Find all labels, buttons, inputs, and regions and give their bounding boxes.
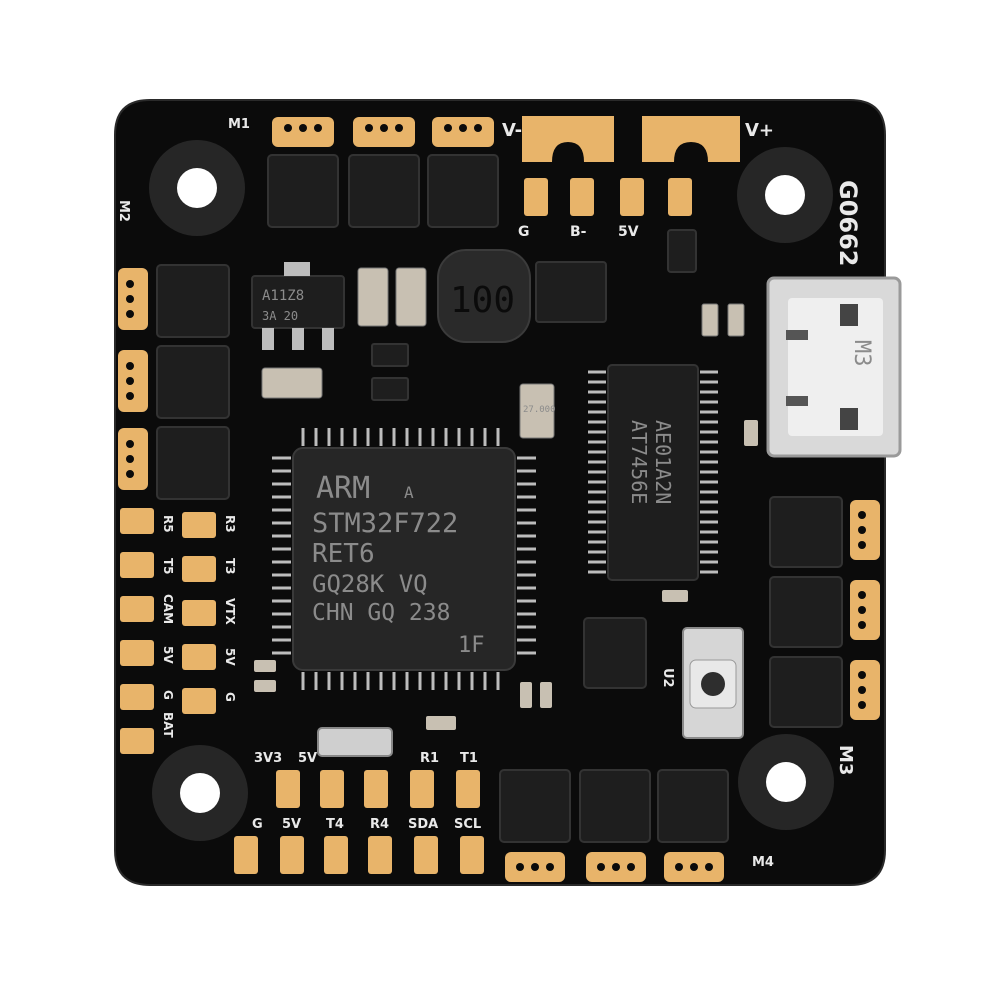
mounting-hole-top-left <box>149 140 245 236</box>
mounting-hole-bottom-left <box>152 745 248 841</box>
battery-pad-negative <box>522 116 614 162</box>
label-v-minus: V- <box>502 120 522 141</box>
pads-bottom <box>234 770 484 874</box>
reg-chip-line2: 3A 20 <box>262 309 298 323</box>
mounting-hole-top-right <box>737 147 833 243</box>
motor-pads-top <box>272 117 494 147</box>
label-5v-bottom-top: 5V <box>298 751 317 766</box>
battery-pad-positive <box>642 116 740 162</box>
mounting-hole-bottom-right <box>738 734 834 830</box>
label-g-right: G <box>223 692 237 702</box>
label-5v-bottom: 5V <box>282 817 301 832</box>
mcu-logo-suffix: A <box>404 483 414 502</box>
label-r4: R4 <box>370 817 389 832</box>
label-3v3: 3V3 <box>254 751 282 766</box>
label-t3: T3 <box>223 558 237 575</box>
bottom-labels: G 5V T4 R4 SDA SCL <box>252 817 481 832</box>
label-t1: T1 <box>460 751 478 766</box>
label-m4: M4 <box>752 855 774 870</box>
label-m1: M1 <box>228 117 250 132</box>
label-g-left: G <box>161 690 175 700</box>
label-t4: T4 <box>326 817 344 832</box>
gyro-chip <box>583 617 647 689</box>
bottom-top-labels: 3V3 5V R1 T1 <box>254 751 478 766</box>
label-g-bottom: G <box>252 817 263 832</box>
boot-button[interactable] <box>682 627 744 739</box>
mcu-logo: ARM <box>316 471 370 506</box>
inductor: 100 <box>437 249 531 343</box>
small-components <box>254 420 758 730</box>
label-5v-top: 5V <box>618 224 639 240</box>
label-vtx: VTX <box>223 598 237 625</box>
label-sda: SDA <box>408 817 438 832</box>
label-r3: R3 <box>223 515 237 533</box>
mosfets-left <box>156 264 230 500</box>
label-t5: T5 <box>161 558 175 575</box>
label-b: B- <box>570 224 587 240</box>
label-5v-right: 5V <box>223 648 237 666</box>
osd-chip-line2: AE01A2N <box>651 420 675 504</box>
crystal-label: 27.000 <box>523 405 556 415</box>
mosfets-right <box>769 496 843 728</box>
label-m2: M2 <box>116 200 131 222</box>
label-5v-left: 5V <box>161 646 175 664</box>
label-g: G <box>518 224 530 240</box>
osd-chip: AT7456E AE01A2N <box>588 364 718 581</box>
label-v-plus: V+ <box>745 120 774 141</box>
osd-chip-line1: AT7456E <box>627 420 651 504</box>
capacitors <box>261 267 745 439</box>
mcu-chip: ARM A STM32F722 RET6 GQ28K VQ CHN GQ 238… <box>272 428 536 690</box>
svg-text:100: 100 <box>450 280 515 321</box>
mosfets-top <box>267 154 499 228</box>
label-cam: CAM <box>161 594 175 624</box>
pads-left <box>120 508 216 754</box>
usb-port[interactable]: M3 <box>766 276 902 458</box>
left-pad-labels: R5 R3 T5 T3 CAM VTX 5V 5V G G BAT <box>161 515 237 739</box>
crystal <box>317 727 393 757</box>
label-r5: R5 <box>161 515 175 533</box>
board-code: G0662 <box>834 180 862 267</box>
label-u2: U2 <box>660 668 675 688</box>
label-m3: M3 <box>835 745 856 775</box>
mcu-part-number: STM32F722 <box>312 508 458 539</box>
label-scl: SCL <box>454 817 481 832</box>
reg-chip-line1: A11Z8 <box>262 288 304 304</box>
mosfets-bottom <box>499 769 729 843</box>
mcu-mark: 1F <box>458 633 485 658</box>
mcu-line3: GQ28K VQ <box>312 570 428 598</box>
aux-pads-top <box>524 178 692 216</box>
mcu-line2: RET6 <box>312 539 375 569</box>
label-bat: BAT <box>161 712 175 739</box>
mcu-line4: CHN GQ 238 <box>312 600 450 626</box>
regulator-chip: A11Z8 3A 20 <box>251 262 345 350</box>
label-r1: R1 <box>420 751 439 766</box>
small-ics <box>371 229 697 401</box>
usb-label: M3 <box>849 340 874 367</box>
